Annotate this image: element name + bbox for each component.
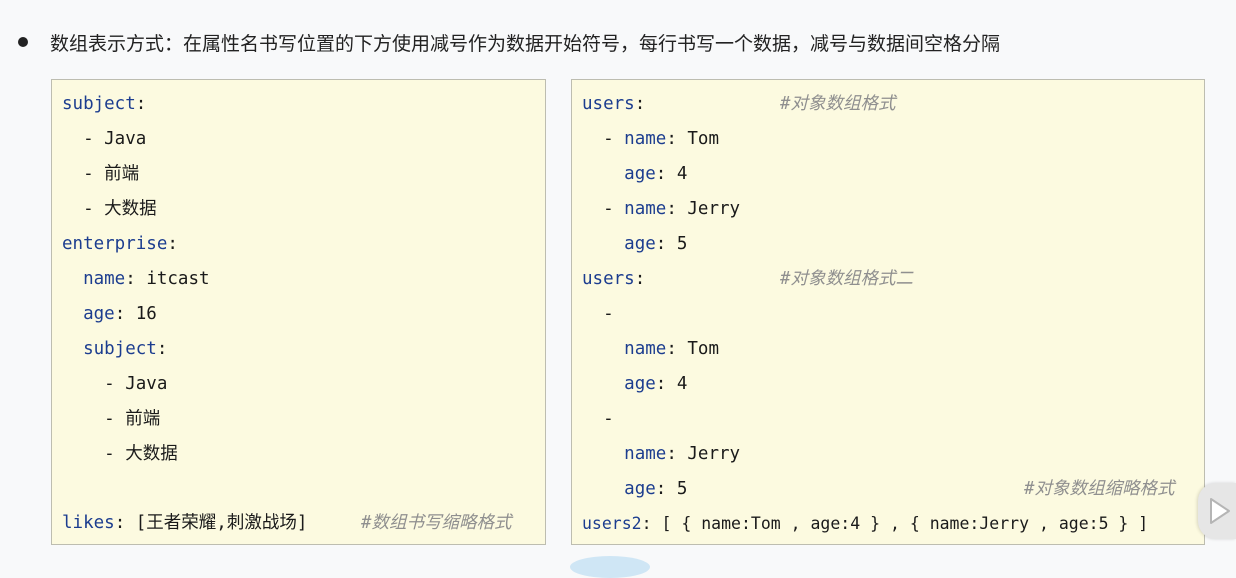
code-line: users: [582, 94, 646, 114]
code-line: users: [582, 269, 646, 289]
code-line: name: Jerry [624, 444, 741, 464]
left-code-panel: subject: - Java - 前端 - 大数据 enterprise: n… [51, 79, 546, 545]
yaml-key: age [624, 164, 656, 184]
heading-row: 数组表示方式：在属性名书写位置的下方使用减号作为数据开始符号，每行书写一个数据，… [14, 28, 1000, 56]
code-line: - 前端 [62, 407, 160, 431]
yaml-value: [王者荣耀,刺激战场] [125, 513, 308, 533]
code-line: - 大数据 [62, 442, 178, 466]
yaml-key: name [83, 269, 126, 289]
yaml-key: name [624, 199, 667, 219]
yaml-value: 4 [666, 164, 688, 184]
array-item: - Java [62, 374, 168, 394]
floating-player-widget[interactable] [1198, 483, 1236, 539]
code-line: age: 5 [624, 234, 688, 254]
video-player-icon [1210, 498, 1230, 524]
code-line: age: 4 [624, 374, 688, 394]
yaml-key: likes [62, 513, 115, 533]
yaml-value: 4 [666, 374, 688, 394]
array-dash: - [582, 304, 614, 324]
code-line: - name: Tom [582, 129, 720, 149]
code-comment: #对象数组缩略格式 [1024, 479, 1175, 499]
code-line: - name: Jerry [582, 199, 741, 219]
decorative-blob [570, 556, 650, 578]
yaml-key: subject [62, 94, 136, 114]
array-item: - 前端 [62, 409, 161, 429]
heading-text: 数组表示方式：在属性名书写位置的下方使用减号作为数据开始符号，每行书写一个数据，… [50, 32, 1001, 55]
yaml-value: Tom [676, 339, 720, 359]
code-comment: #对象数组格式二 [780, 269, 914, 289]
array-item: - 前端 [62, 164, 140, 184]
yaml-key: users [582, 94, 635, 114]
yaml-key: users [582, 269, 635, 289]
yaml-value: Jerry [676, 444, 741, 464]
code-comment: #数组书写缩略格式 [361, 513, 512, 533]
code-line: - 前端 [62, 162, 139, 186]
array-item: - Java [62, 129, 147, 149]
code-line: subject: [62, 94, 147, 114]
yaml-value: 5 [666, 479, 688, 499]
code-line: enterprise: [62, 234, 178, 254]
code-line: users2: [ { name:Tom , age:4 } , { name:… [582, 514, 1149, 533]
yaml-key: age [624, 234, 656, 254]
yaml-key: age [624, 479, 656, 499]
code-line: - 大数据 [62, 197, 157, 221]
yaml-key: age [83, 304, 115, 324]
yaml-key: name [624, 339, 667, 359]
code-line: age: 4 [624, 164, 688, 184]
code-line: name: Tom [624, 339, 720, 359]
code-line: - [582, 302, 614, 326]
array-item: - 大数据 [62, 199, 157, 219]
code-line: - Java [62, 127, 146, 151]
code-line: name: itcast [83, 269, 210, 289]
code-comment: #对象数组格式 [780, 94, 896, 114]
bullet-icon [18, 37, 28, 47]
code-line: - Java [62, 372, 167, 396]
code-line: age: 5 [624, 479, 688, 499]
code-line: - [582, 407, 614, 431]
yaml-key: age [624, 374, 656, 394]
right-code-panel: users: #对象数组格式 - name: Tom age: 4 - name… [571, 79, 1205, 545]
yaml-value: Jerry [676, 199, 741, 219]
code-line: likes: [王者荣耀,刺激战场] [62, 513, 308, 533]
yaml-value: [ { name:Tom , age:4 } , { name:Jerry , … [651, 514, 1149, 533]
yaml-key: enterprise [62, 234, 168, 254]
array-dash: - [582, 409, 614, 429]
yaml-key: name [624, 129, 667, 149]
yaml-key: users2 [582, 514, 642, 533]
array-item: - 大数据 [62, 444, 178, 464]
yaml-key: name [624, 444, 667, 464]
yaml-value: 16 [125, 304, 157, 324]
code-line: age: 16 [83, 304, 157, 324]
yaml-value: 5 [666, 234, 688, 254]
code-line: subject: [83, 339, 168, 359]
yaml-key: subject [83, 339, 157, 359]
yaml-value: itcast [135, 269, 210, 289]
yaml-value: Tom [676, 129, 720, 149]
